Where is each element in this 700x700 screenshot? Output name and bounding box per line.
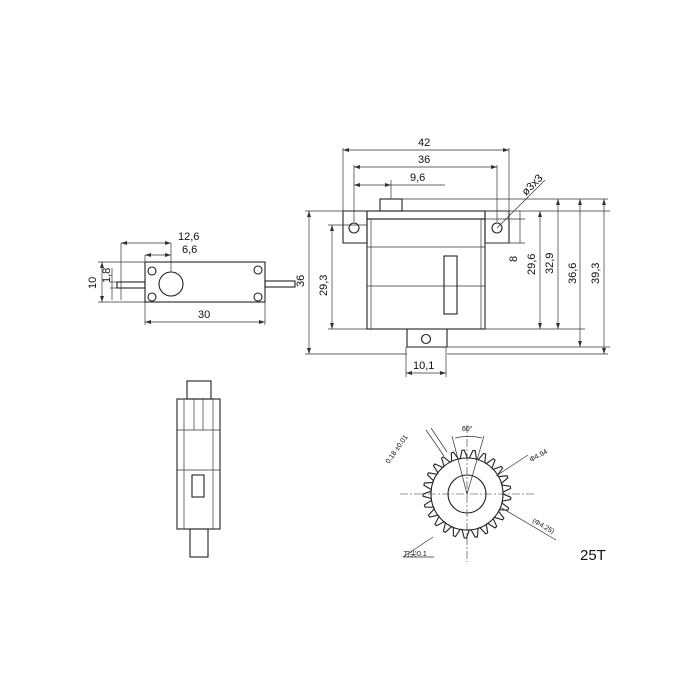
dim-side-12-6: 12,6: [178, 231, 199, 243]
dim-gear-tip: 刀尖0.1: [403, 549, 427, 558]
dim-side-1-8: 1,8: [101, 268, 113, 283]
dim-front-9-6: 9,6: [410, 172, 425, 184]
dim-front-39-3: 39,3: [590, 263, 602, 284]
side-screw-hole-br: [253, 292, 263, 302]
dim-gear-tooth-width: 0.18 ±0.01: [385, 434, 410, 465]
front-view: 42 36 9,6 ø3x3 8 29,6 32,9: [295, 137, 610, 377]
dim-front-8: 8: [508, 256, 520, 262]
gear-tooth-count: 25T: [580, 547, 606, 564]
end-view: [176, 380, 221, 558]
front-left-ear: [342, 210, 368, 244]
side-view: 12,6 6,6 30 10 1,8: [87, 231, 296, 325]
side-left-tab: [116, 281, 146, 289]
dim-front-left-29-3: 29,3: [318, 275, 330, 296]
front-bottom-tab: [406, 329, 448, 348]
front-left-hole: [348, 222, 360, 234]
end-shaft-boss: [186, 380, 212, 400]
dim-gear-root: (Φ4.25): [531, 518, 555, 536]
dim-front-hole: ø3x3: [520, 172, 546, 198]
dim-front-42: 42: [418, 137, 430, 149]
front-top-cap: [366, 210, 486, 220]
side-body-outline: [144, 261, 266, 303]
dim-side-30: 30: [198, 309, 210, 321]
dim-side-10: 10: [87, 277, 99, 289]
front-bottom-hole: [420, 333, 432, 345]
front-shaft-boss: [379, 198, 403, 212]
end-slot: [191, 474, 205, 498]
dim-side-6-6: 6,6: [182, 244, 197, 256]
front-label-slot: [443, 255, 458, 315]
dim-gear-outer: Φ4.94: [529, 449, 549, 464]
front-right-hole: [491, 222, 503, 234]
dim-front-left-36: 36: [295, 275, 307, 287]
side-right-tab: [264, 280, 296, 288]
dim-front-32-9: 32,9: [544, 253, 556, 274]
dim-front-29-6: 29,6: [526, 254, 538, 275]
gear-root-circle: [430, 457, 504, 531]
side-output-shaft: [158, 271, 184, 297]
side-screw-hole-bl: [147, 292, 157, 302]
gear-bore: [447, 474, 487, 514]
dim-front-36: 36: [418, 154, 430, 166]
side-screw-hole-tr: [253, 265, 263, 275]
dim-gear-angle: 60°: [462, 425, 473, 433]
end-bottom-tab: [189, 528, 209, 558]
end-body: [176, 398, 221, 530]
dim-front-10-1: 10,1: [413, 360, 434, 372]
side-screw-hole-tl: [147, 266, 157, 276]
gear-detail: 60° 0.18 ±0.01 Φ4.94 (Φ4.25) 刀尖0.1 25T: [385, 425, 606, 564]
front-body: [366, 218, 486, 330]
dim-front-36-6: 36,6: [567, 263, 579, 284]
